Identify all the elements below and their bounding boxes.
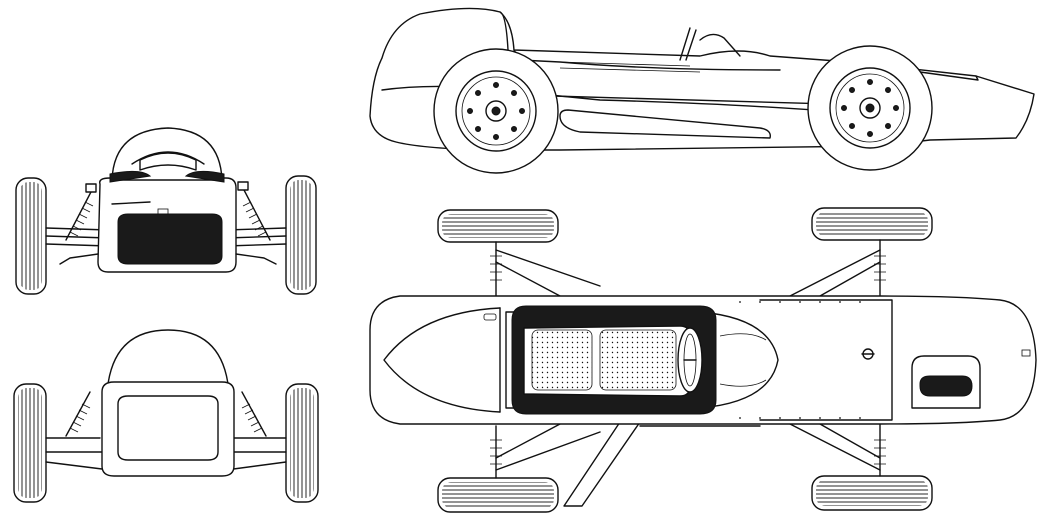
rear-view-left-tyre <box>13 383 47 503</box>
front-view <box>15 127 317 295</box>
top-view-front-left-tyre <box>437 209 559 243</box>
top-view-rear-left-tyre <box>811 207 933 241</box>
top-view-steering-wheel <box>677 327 703 393</box>
side-view <box>369 7 1035 174</box>
rear-view <box>13 329 319 503</box>
rear-view-panel <box>117 395 219 461</box>
top-view-exhaust <box>563 421 641 507</box>
front-view-left-tyre <box>15 177 47 295</box>
top-view-rear-right-tyre <box>811 475 933 511</box>
side-view-exhaust <box>559 109 771 139</box>
top-view-front-right-tyre <box>437 477 559 513</box>
front-view-right-tyre <box>285 175 317 295</box>
front-view-right-spring <box>237 181 271 241</box>
front-view-grille <box>117 213 223 265</box>
rear-view-right-tyre <box>285 383 319 503</box>
rear-view-fairing <box>107 329 229 385</box>
front-view-left-spring <box>65 183 97 241</box>
top-view-seat <box>531 329 593 391</box>
top-view <box>369 207 1037 513</box>
side-view-rear-wheel <box>807 45 933 171</box>
top-view-fuel-cap <box>861 348 875 360</box>
side-view-front-wheel <box>433 48 559 174</box>
top-view-rear-intake <box>919 375 973 397</box>
